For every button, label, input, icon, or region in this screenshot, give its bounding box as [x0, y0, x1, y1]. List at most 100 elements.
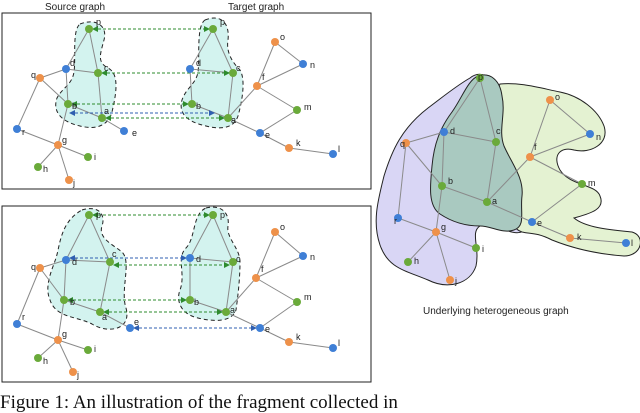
- node-b-source-top: [64, 100, 72, 108]
- node-n-target-bottom: [299, 252, 307, 260]
- label-l-target-bottom: l: [338, 338, 340, 348]
- node-l-underlying: [622, 239, 630, 247]
- node-e-underlying: [528, 218, 536, 226]
- label-f-target-top: f: [262, 72, 265, 82]
- label-p-underlying: p: [478, 72, 483, 82]
- node-b-source-bottom: [60, 296, 68, 304]
- label-q-underlying: q: [400, 139, 405, 149]
- figure-caption: Figure 1: An illustration of the fragmen…: [0, 392, 398, 413]
- node-h-underlying: [404, 258, 412, 266]
- label-d-underlying: d: [450, 126, 455, 136]
- node-o-target-bottom: [271, 228, 279, 236]
- label-e-source-bottom: e: [134, 317, 139, 327]
- node-a-target-top: [224, 114, 232, 122]
- label-o-target-top: o: [280, 32, 285, 42]
- node-j-source-top: [65, 176, 73, 184]
- node-m-underlying: [578, 180, 586, 188]
- node-n-underlying: [586, 130, 594, 138]
- node-d-target-top: [186, 65, 194, 73]
- node-o-target-top: [271, 38, 279, 46]
- node-k-target-top: [285, 144, 293, 152]
- label-c-target-top: c: [236, 63, 241, 73]
- node-p-source-top: [85, 25, 93, 33]
- node-g-underlying: [432, 228, 440, 236]
- node-q-source-bottom: [36, 264, 44, 272]
- node-r-source-bottom: [13, 320, 21, 328]
- node-e-target-bottom: [256, 324, 264, 332]
- node-d-source-bottom: [62, 256, 70, 264]
- label-d-source-top: d: [70, 58, 75, 68]
- label-q-source-top: q: [31, 70, 36, 80]
- label-j-underlying: j: [454, 276, 457, 286]
- node-p-target-top: [209, 25, 217, 33]
- node-e-source-bottom: [126, 324, 134, 332]
- label-c-source-bottom: c: [112, 249, 117, 259]
- source-graph-title: Source graph: [45, 2, 105, 13]
- node-d-target-bottom: [186, 254, 194, 262]
- label-l-target-top: l: [338, 144, 340, 154]
- node-r-underlying: [394, 214, 402, 222]
- label-p-source-bottom: p: [96, 210, 101, 220]
- node-c-underlying: [492, 138, 500, 146]
- node-d-underlying: [440, 128, 448, 136]
- label-e-target-top: e: [265, 130, 270, 140]
- label-p-target-bottom: p: [220, 210, 225, 220]
- node-e-source-top: [120, 127, 128, 135]
- label-l-underlying: l: [631, 238, 633, 248]
- label-g-source-top: g: [62, 135, 67, 145]
- label-d-target-top: d: [196, 58, 201, 68]
- label-i-underlying: i: [482, 244, 484, 254]
- label-k-target-top: k: [296, 138, 301, 148]
- node-q-underlying: [402, 139, 410, 147]
- node-r-source-top: [13, 125, 21, 133]
- label-m-target-bottom: m: [304, 292, 312, 302]
- node-c-target-bottom: [229, 258, 237, 266]
- label-f-target-bottom: f: [261, 264, 264, 274]
- label-j-source-top: j: [72, 178, 75, 188]
- label-e-source-top: e: [132, 128, 137, 138]
- overlap-region: [429, 74, 523, 232]
- label-e-target-bottom: e: [265, 324, 270, 334]
- node-f-underlying: [526, 153, 534, 161]
- node-e-target-top: [256, 129, 264, 137]
- label-i-source-top: i: [94, 152, 96, 162]
- top-panel: p d c q b a e r g h i j p d c b a e f o …: [1, 12, 372, 190]
- node-a-target-bottom: [222, 308, 230, 316]
- node-p-underlying: [476, 74, 484, 82]
- node-b-underlying: [438, 182, 446, 190]
- label-n-target-bottom: n: [310, 252, 315, 262]
- node-o-underlying: [546, 96, 554, 104]
- label-n-target-top: n: [310, 60, 315, 70]
- label-g-underlying: g: [441, 222, 446, 232]
- label-a-underlying: a: [492, 196, 497, 206]
- label-b-source-bottom: b: [70, 297, 75, 307]
- node-h-source-bottom: [34, 354, 42, 362]
- label-h-underlying: h: [414, 256, 419, 266]
- node-d-source-top: [62, 65, 70, 73]
- label-a-target-top: a: [231, 115, 236, 125]
- label-q-source-bottom: q: [31, 262, 36, 272]
- label-b-source-top: b: [72, 101, 77, 111]
- node-c-source-top: [94, 69, 102, 77]
- label-a-source-top: a: [104, 106, 109, 116]
- node-h-source-top: [34, 163, 42, 171]
- label-h-source-bottom: h: [43, 356, 48, 366]
- node-l-target-top: [329, 150, 337, 158]
- underlying-graph: p d c q b a e r g h i j f o n m k l: [375, 72, 640, 286]
- label-h-source-top: h: [43, 164, 48, 174]
- label-j-source-bottom: j: [76, 370, 79, 380]
- node-g-source-bottom: [54, 336, 62, 344]
- node-a-source-bottom: [96, 308, 104, 316]
- node-n-target-top: [299, 60, 307, 68]
- label-p-target-top: p: [220, 17, 225, 27]
- label-r-source-top: r: [22, 127, 25, 137]
- node-i-source-bottom: [84, 346, 92, 354]
- node-b-target-bottom: [186, 296, 194, 304]
- node-j-source-bottom: [69, 368, 77, 376]
- label-m-target-top: m: [304, 102, 312, 112]
- node-c-target-top: [229, 69, 237, 77]
- label-f-underlying: f: [534, 142, 537, 152]
- label-b-target-bottom: b: [194, 297, 199, 307]
- label-r-underlying: r: [394, 216, 397, 226]
